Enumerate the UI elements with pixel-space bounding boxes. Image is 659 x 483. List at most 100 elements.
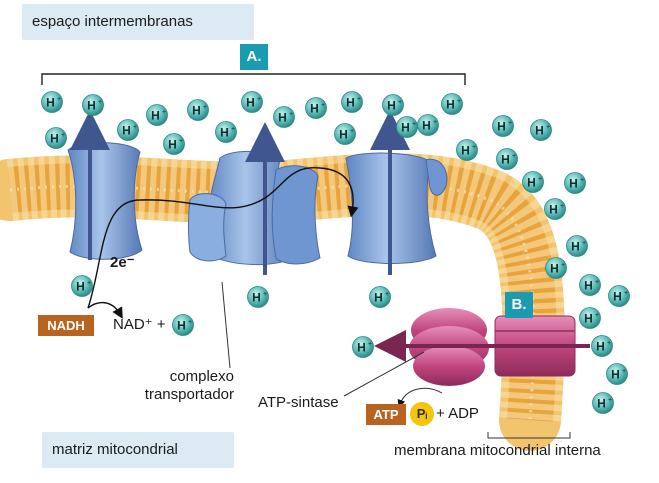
proton-ion-charge: + bbox=[512, 153, 516, 160]
proton-ion: H+ bbox=[369, 286, 391, 308]
proton-ion-charge: + bbox=[357, 96, 361, 103]
transport-proteins bbox=[67, 142, 448, 265]
proton-ion: H+ bbox=[496, 148, 518, 170]
proton-ion: H+ bbox=[441, 93, 463, 115]
proton-ion: H+ bbox=[41, 91, 63, 113]
complex-label-line1: complexo bbox=[169, 368, 234, 385]
proton-ion-charge: + bbox=[624, 290, 628, 297]
atp-synthase-label: ATP-sintase bbox=[258, 394, 339, 411]
proton-ion-charge: + bbox=[179, 138, 183, 145]
proton-ion-charge: + bbox=[457, 98, 461, 105]
proton-ion: H+ bbox=[566, 235, 588, 257]
proton-ion: H+ bbox=[305, 97, 327, 119]
proton-ion: H+ bbox=[591, 335, 613, 357]
proton-ion-label: H bbox=[535, 124, 544, 138]
electron-path bbox=[87, 167, 359, 309]
atp-box: ATP bbox=[366, 404, 406, 425]
proton-ion-charge: + bbox=[580, 177, 584, 184]
proton-ion-charge: + bbox=[203, 104, 207, 111]
proton-ion: H+ bbox=[352, 336, 374, 358]
proton-ion-charge: + bbox=[98, 99, 102, 106]
proton-ion: H+ bbox=[215, 121, 237, 143]
proton-ion-label: H bbox=[549, 203, 558, 217]
proton-ion-charge: + bbox=[368, 341, 372, 348]
proton-ion: H+ bbox=[606, 363, 628, 385]
proton-ion-charge: + bbox=[560, 203, 564, 210]
proton-ion-charge: + bbox=[561, 262, 565, 269]
proton-ion: H+ bbox=[45, 127, 67, 149]
proton-ion-label: H bbox=[584, 279, 593, 293]
proton-ion-label: H bbox=[550, 262, 559, 276]
pi-circle: Pᵢ bbox=[410, 402, 434, 426]
proton-ion-charge: + bbox=[582, 240, 586, 247]
nadh-arrow bbox=[87, 301, 123, 319]
proton-ion-charge: + bbox=[57, 96, 61, 103]
proton-ion: H+ bbox=[82, 94, 104, 116]
proton-ion-label: H bbox=[151, 109, 160, 123]
leader-lines bbox=[221, 281, 571, 439]
proton-ion-label: H bbox=[168, 138, 177, 152]
proton-ion: H+ bbox=[71, 275, 93, 297]
proton-ion-label: H bbox=[597, 397, 606, 411]
adp-reactant: + ADP bbox=[436, 405, 479, 422]
proton-ion-label: H bbox=[446, 98, 455, 112]
proton-ion: H+ bbox=[544, 198, 566, 220]
proton-ion-label: H bbox=[357, 341, 366, 355]
proton-ion: H+ bbox=[592, 392, 614, 414]
proton-ion-charge: + bbox=[231, 126, 235, 133]
proton-ion-label: H bbox=[46, 96, 55, 110]
proton-ion-charge: + bbox=[538, 176, 542, 183]
proton-ion-label: H bbox=[461, 144, 470, 158]
proton-ion-charge: + bbox=[595, 279, 599, 286]
proton-ion-charge: + bbox=[622, 368, 626, 375]
proton-ion-charge: + bbox=[61, 132, 65, 139]
proton-ion-label: H bbox=[613, 290, 622, 304]
proton-ion-label: H bbox=[220, 126, 229, 140]
proton-ion-label: H bbox=[192, 104, 201, 118]
proton-ion-label: H bbox=[387, 99, 396, 113]
proton-ions: H+H+H+H+H+H+H+H+H+H+H+H+H+H+H+H+H+H+H+H+… bbox=[41, 91, 630, 414]
electron-label: 2e⁻ bbox=[110, 254, 135, 271]
proton-ion: H+ bbox=[172, 314, 194, 336]
proton-ion: H+ bbox=[241, 91, 263, 113]
proton-ion: H+ bbox=[334, 123, 356, 145]
proton-ion-charge: + bbox=[257, 96, 261, 103]
proton-ion-label: H bbox=[122, 124, 131, 138]
mitochondrial-matrix-label: matriz mitocondrial bbox=[42, 432, 234, 468]
proton-ion: H+ bbox=[545, 257, 567, 279]
proton-ion-label: H bbox=[346, 96, 355, 110]
marker-b: B. bbox=[505, 292, 533, 318]
proton-ion-label: H bbox=[569, 177, 578, 191]
inner-membrane-label: membrana mitocondrial interna bbox=[394, 442, 601, 459]
proton-ion-charge: + bbox=[412, 121, 416, 128]
proton-ion-charge: + bbox=[133, 124, 137, 131]
nadh-box: NADH bbox=[38, 315, 94, 336]
proton-ion-label: H bbox=[497, 120, 506, 134]
proton-ion-charge: + bbox=[398, 99, 402, 106]
proton-ion-label: H bbox=[246, 96, 255, 110]
proton-ion-charge: + bbox=[350, 128, 354, 135]
proton-ion-charge: + bbox=[188, 319, 192, 326]
proton-ion: H+ bbox=[608, 285, 630, 307]
proton-ion-charge: + bbox=[385, 291, 389, 298]
proton-ion-charge: + bbox=[472, 144, 476, 151]
proton-ion: H+ bbox=[564, 172, 586, 194]
proton-ion-label: H bbox=[252, 291, 261, 305]
proton-ion-label: H bbox=[310, 102, 319, 116]
proton-ion: H+ bbox=[579, 307, 601, 329]
proton-ion-charge: + bbox=[289, 111, 293, 118]
proton-ion: H+ bbox=[456, 139, 478, 161]
proton-ion: H+ bbox=[247, 286, 269, 308]
proton-ion-label: H bbox=[422, 119, 431, 133]
proton-ion: H+ bbox=[522, 171, 544, 193]
proton-ion-charge: + bbox=[263, 291, 267, 298]
proton-ion: H+ bbox=[163, 133, 185, 155]
bracket-a bbox=[41, 73, 466, 85]
proton-ion-label: H bbox=[596, 340, 605, 354]
proton-ion-label: H bbox=[571, 240, 580, 254]
proton-ion: H+ bbox=[417, 114, 439, 136]
intermembrane-space-label: espaço intermembranas bbox=[22, 4, 254, 40]
proton-ion-charge: + bbox=[433, 119, 437, 126]
proton-ion-label: H bbox=[527, 176, 536, 190]
proton-ion-label: H bbox=[501, 153, 510, 167]
